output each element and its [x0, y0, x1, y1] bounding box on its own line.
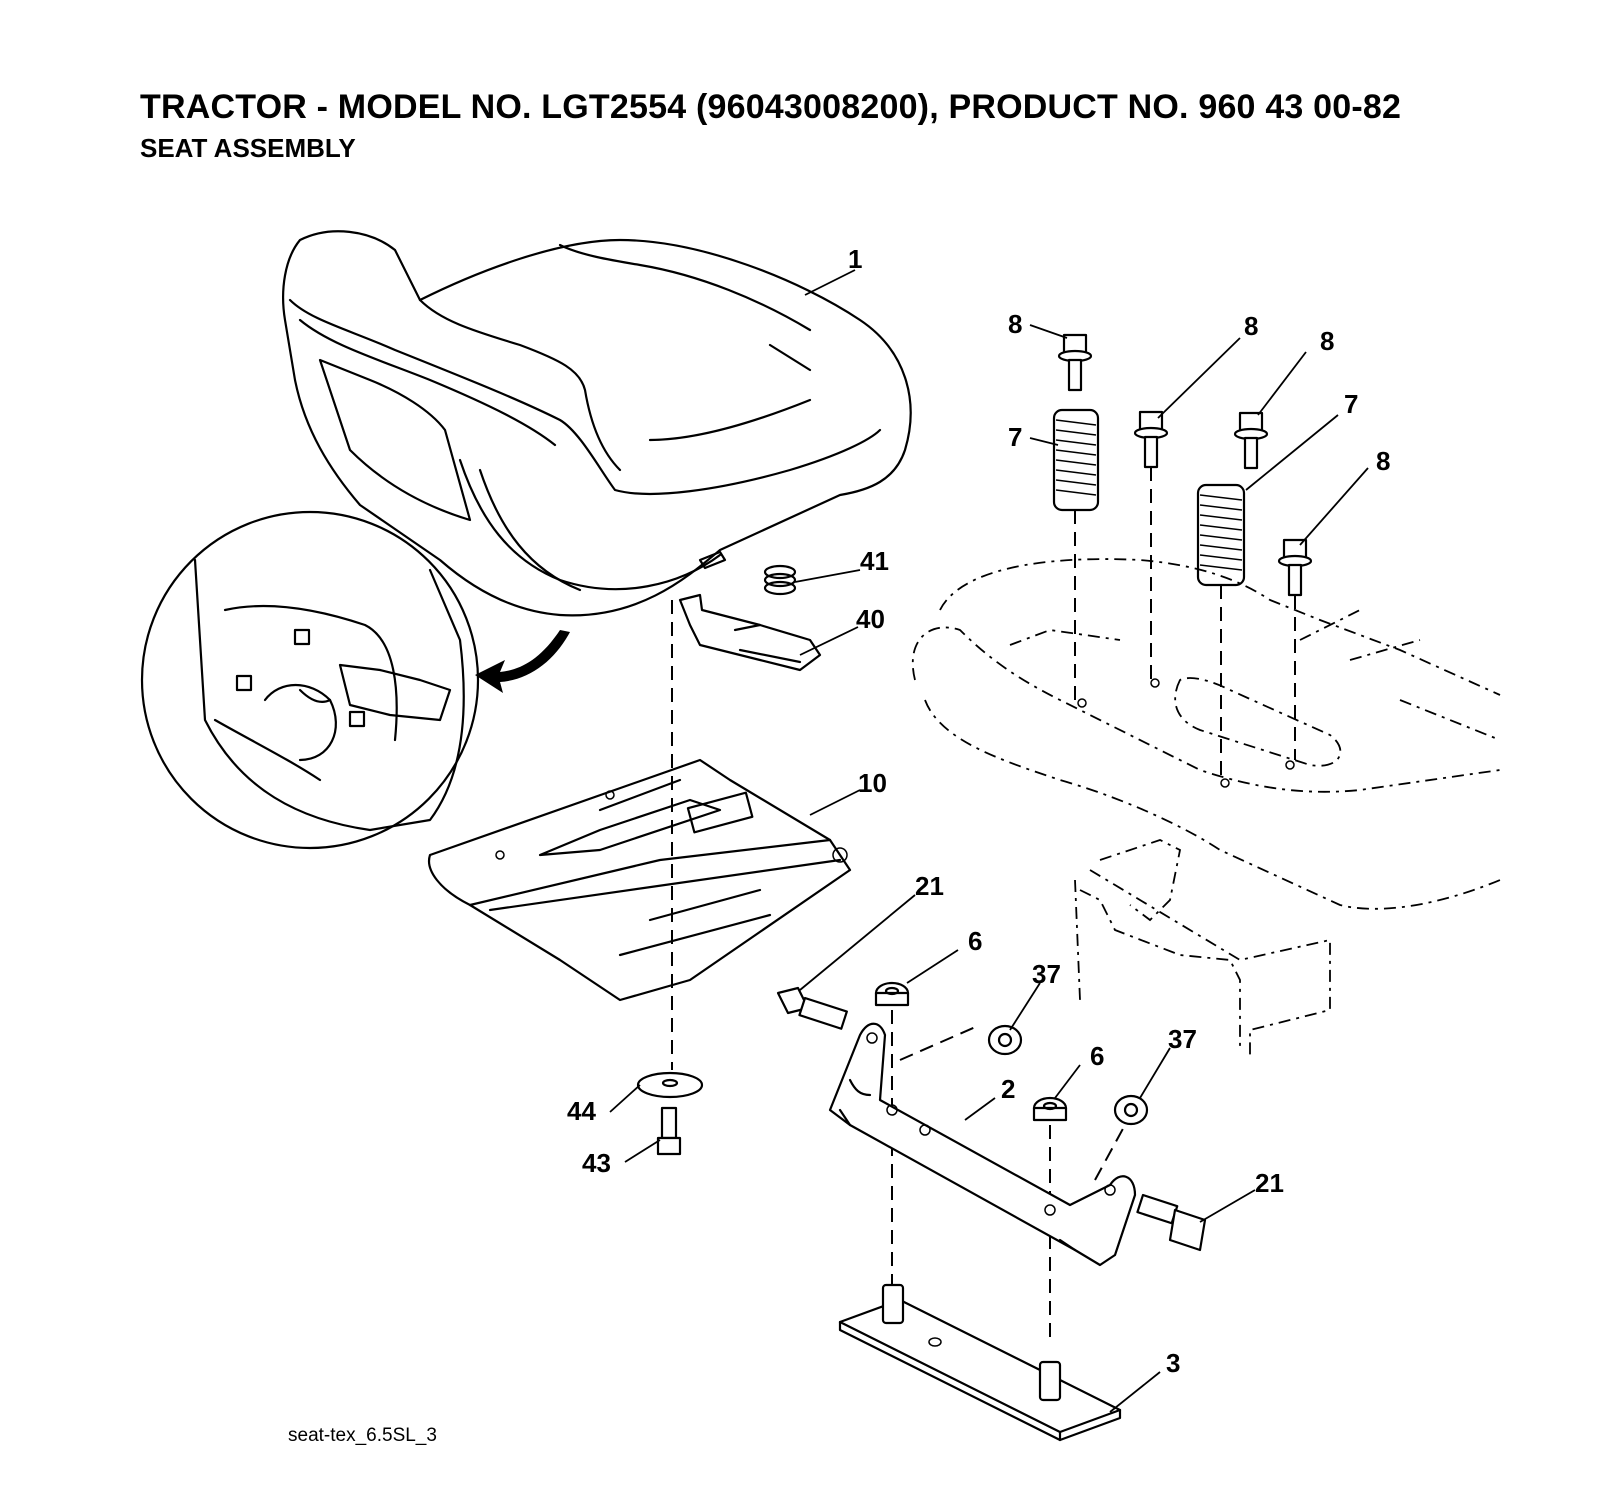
flange-nut-left-part	[987, 1024, 1023, 1056]
detail-arrow-icon	[475, 630, 570, 693]
pivot-bolt-left-part	[776, 986, 848, 1030]
small-spring-part	[763, 564, 797, 596]
callout-nut-left: 6	[968, 926, 982, 956]
spring-left-part	[1052, 408, 1100, 512]
bolt-top-mid-part	[1133, 410, 1169, 469]
callout-seat-pan: 10	[858, 768, 887, 798]
bolt-top-right-part	[1233, 411, 1269, 470]
leader-lines	[609, 269, 1369, 1413]
callout-spring-right: 7	[1344, 389, 1358, 419]
nut-left-part	[874, 981, 910, 1007]
bolt-top-left-part	[1057, 333, 1093, 392]
callout-flange-nut-left: 37	[1032, 959, 1061, 989]
flange-nut-right-part	[1113, 1094, 1149, 1126]
callout-spring-left: 7	[1008, 422, 1022, 452]
detail-view	[140, 510, 480, 850]
callout-bolt-top-left: 8	[1008, 309, 1022, 339]
tractor-frame-outline	[911, 558, 1501, 1060]
page-title: TRACTOR - MODEL NO. LGT2554 (96043008200…	[140, 88, 1402, 126]
spring-right-part	[1196, 483, 1246, 587]
bracket-part	[828, 1022, 1137, 1267]
page-subtitle: SEAT ASSEMBLY	[140, 133, 356, 163]
callout-bolt-top-right: 8	[1320, 326, 1334, 356]
callout-clip: 40	[856, 604, 885, 634]
callout-washer: 44	[567, 1096, 596, 1126]
clip-part	[678, 593, 822, 672]
callout-plate: 3	[1166, 1348, 1180, 1378]
callout-small-spring: 41	[860, 546, 889, 576]
bolt-right-part	[1277, 538, 1313, 597]
callout-bolt-right: 8	[1376, 446, 1390, 476]
nut-right-part	[1032, 1096, 1068, 1122]
callout-screw: 43	[582, 1148, 611, 1178]
screw-part	[656, 1106, 682, 1156]
callout-pivot-bolt-left: 21	[915, 871, 944, 901]
callout-flange-nut-right: 37	[1168, 1024, 1197, 1054]
washer-part	[636, 1071, 704, 1099]
plate-part	[838, 1283, 1122, 1442]
callout-seat: 1	[848, 244, 862, 274]
pivot-bolt-right-part	[1136, 1193, 1207, 1252]
drawing-code: seat-tex_6.5SL_3	[288, 1425, 437, 1446]
callout-labels: 1 8 8 8 8 7 7 41 40 10 21 6 37 6 37 2 21…	[567, 244, 1390, 1378]
seat-part	[282, 230, 912, 617]
callout-nut-right: 6	[1090, 1041, 1104, 1071]
callout-bracket: 2	[1001, 1074, 1015, 1104]
seat-pan-part	[427, 758, 852, 1002]
callout-bolt-top-mid: 8	[1244, 311, 1258, 341]
callout-pivot-bolt-right: 21	[1255, 1168, 1284, 1198]
